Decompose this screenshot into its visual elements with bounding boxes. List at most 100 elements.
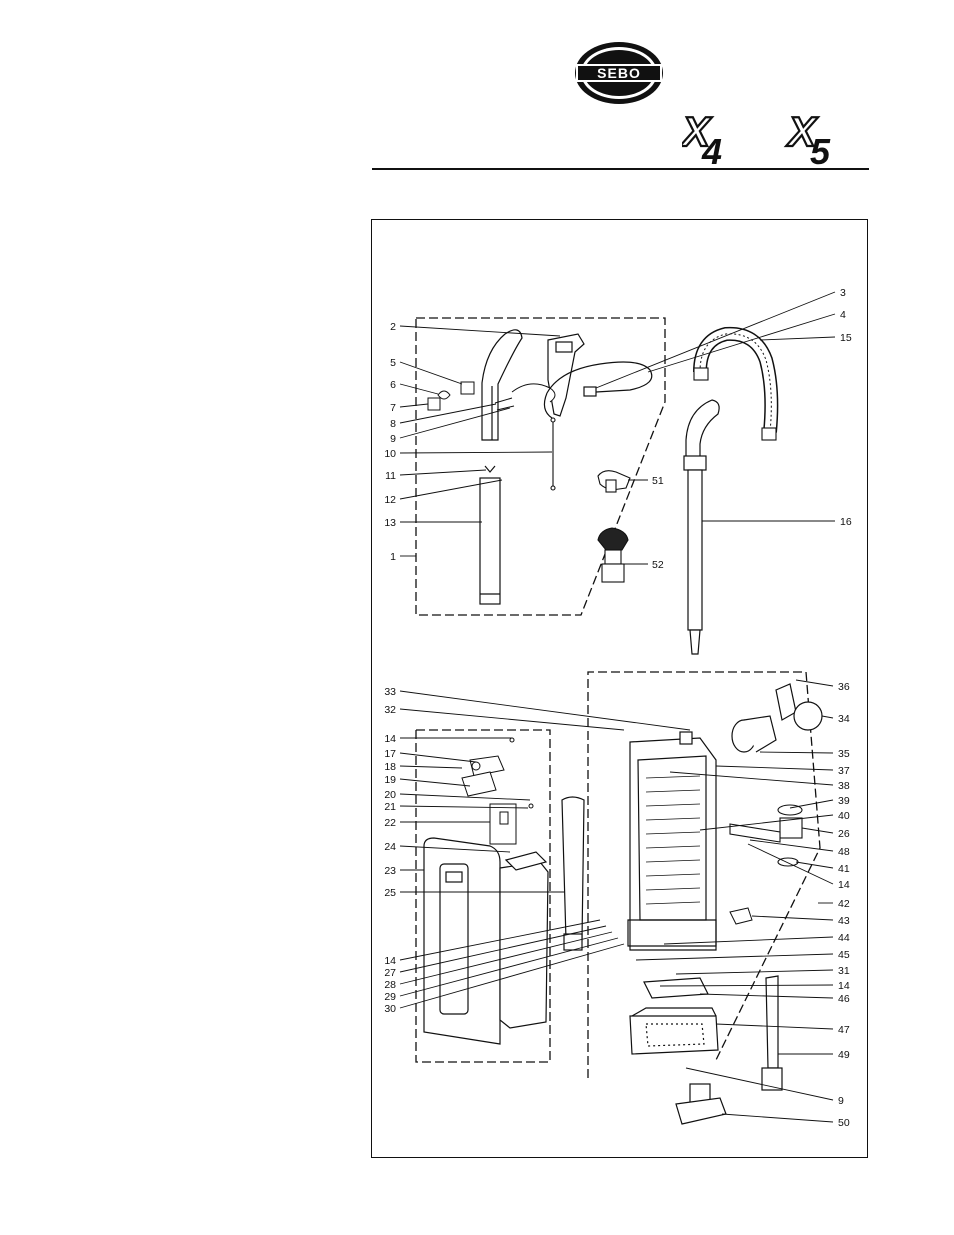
- callout-leader-line: [752, 916, 833, 920]
- callout-number: 34: [838, 713, 850, 725]
- callout-1: 1: [390, 551, 416, 563]
- callout-number: 20: [384, 789, 396, 801]
- callout-leader-line: [722, 1114, 833, 1122]
- callout-leader-line: [400, 404, 428, 407]
- handle-part: [482, 330, 522, 440]
- callout-leader-line: [760, 752, 833, 753]
- callout-14: 14: [384, 733, 512, 745]
- callout-number: 14: [838, 879, 850, 891]
- callout-number: 26: [838, 828, 850, 840]
- callout-number: 9: [838, 1095, 844, 1107]
- callout-number: 42: [838, 898, 850, 910]
- callout-22: 22: [384, 817, 490, 829]
- callout-47: 47: [716, 1024, 850, 1036]
- callout-number: 29: [384, 991, 396, 1003]
- callout-number: 49: [838, 1049, 850, 1061]
- callout-10: 10: [384, 448, 552, 460]
- callout-number: 31: [838, 965, 850, 977]
- callout-leader-line: [802, 828, 833, 833]
- callout-number: 40: [838, 810, 850, 822]
- callout-number: 24: [384, 841, 396, 853]
- callout-number: 23: [384, 865, 396, 877]
- callout-number: 28: [384, 979, 396, 991]
- callout-number: 5: [390, 357, 396, 369]
- callout-number: 21: [384, 801, 396, 813]
- callout-leader-line: [648, 314, 835, 372]
- callout-number: 19: [384, 774, 396, 786]
- callout-40: 40: [700, 810, 850, 830]
- callout-number: 51: [652, 475, 664, 487]
- small-clip-part: [730, 908, 752, 924]
- upholstery-tool-part: [676, 1084, 726, 1124]
- callout-number: 14: [384, 733, 396, 745]
- callout-52: 52: [622, 559, 664, 571]
- callout-leader-line: [400, 709, 624, 730]
- callout-number: 32: [384, 704, 396, 716]
- callout-17: 17: [384, 748, 476, 762]
- callout-number: 50: [838, 1117, 850, 1129]
- callout-36: 36: [796, 680, 850, 693]
- callout-50: 50: [722, 1114, 850, 1129]
- callout-number: 9: [390, 433, 396, 445]
- callout-6: 6: [390, 379, 438, 394]
- front-panel-part: [424, 838, 500, 1044]
- callout-number: 14: [838, 980, 850, 992]
- callout-number: 14: [384, 955, 396, 967]
- callout-15: 15: [760, 332, 852, 344]
- connector-rod-part: [551, 418, 555, 490]
- callout-number: 36: [838, 681, 850, 693]
- callout-leader-line: [748, 844, 833, 884]
- callout-leader-line: [400, 766, 462, 768]
- callout-leader-line: [700, 815, 833, 830]
- callout-31: 31: [676, 965, 850, 977]
- callout-number: 6: [390, 379, 396, 391]
- callout-number: 41: [838, 863, 850, 875]
- callout-number: 25: [384, 887, 396, 899]
- callout-23: 23: [384, 865, 424, 877]
- callout-number: 52: [652, 559, 664, 571]
- callout-leader-line: [796, 862, 833, 868]
- callout-number: 39: [838, 795, 850, 807]
- wand-part: [684, 400, 719, 654]
- callout-5: 5: [390, 357, 462, 384]
- callout-39: 39: [790, 795, 850, 808]
- callout-number: 15: [840, 332, 852, 344]
- clip-part: [598, 471, 630, 492]
- callout-number: 43: [838, 915, 850, 927]
- callout-number: 45: [838, 949, 850, 961]
- callout-leader-line: [790, 800, 833, 808]
- callout-leader-line: [400, 794, 530, 800]
- callout-49: 49: [778, 1049, 850, 1061]
- callout-33: 33: [384, 686, 690, 730]
- callout-number: 46: [838, 993, 850, 1005]
- callout-19: 19: [384, 774, 470, 786]
- callout-number: 17: [384, 748, 396, 760]
- callout-number: 47: [838, 1024, 850, 1036]
- callout-number: 30: [384, 1003, 396, 1015]
- callout-number: 38: [838, 780, 850, 792]
- callout-leader-line: [400, 362, 462, 384]
- callout-leader-line: [596, 292, 835, 388]
- container-part: [500, 852, 548, 1028]
- callout-number: 10: [384, 448, 396, 460]
- callout-leader-line: [400, 753, 476, 762]
- callout-number: 1: [390, 551, 396, 563]
- crevice-tool-part: [762, 976, 782, 1090]
- callout-14: 14: [748, 844, 850, 891]
- callout-37: 37: [716, 765, 850, 777]
- callout-18: 18: [384, 761, 462, 773]
- callout-number: 4: [840, 309, 846, 321]
- top-cover-parts: [462, 738, 533, 844]
- callout-7: 7: [390, 402, 428, 414]
- callout-35: 35: [760, 748, 850, 760]
- callout-number: 16: [840, 516, 852, 528]
- callout-number: 27: [384, 967, 396, 979]
- callout-number: 8: [390, 418, 396, 430]
- callout-number: 11: [385, 470, 396, 482]
- callout-leader-line: [716, 766, 833, 770]
- callout-3: 3: [596, 287, 846, 388]
- tray-parts: [630, 978, 718, 1054]
- callout-leader-line: [636, 954, 833, 960]
- callout-leader-line: [400, 384, 438, 394]
